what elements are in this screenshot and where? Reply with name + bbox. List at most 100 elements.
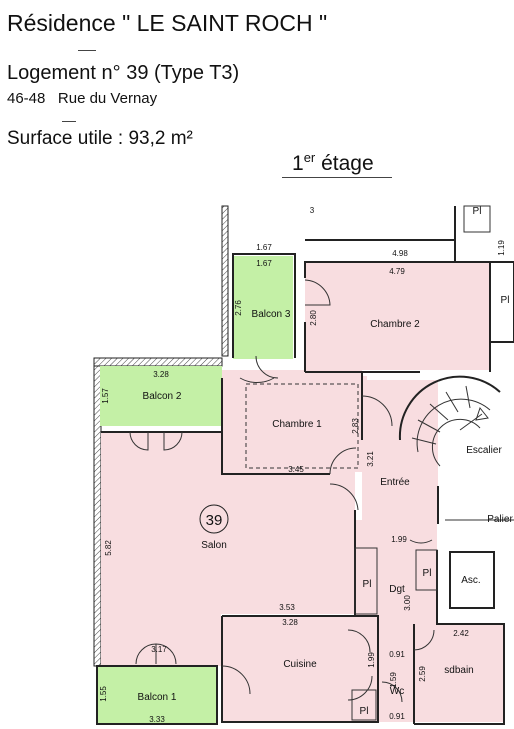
dim-0-91-b: 0.91	[389, 712, 405, 721]
dim-3-33: 3.33	[149, 715, 165, 724]
door-arc-balcon1-side	[221, 665, 251, 695]
wall-cuisine-outline	[221, 615, 379, 723]
address-divider	[62, 121, 76, 122]
title-divider	[78, 50, 96, 51]
spiral-staircase	[398, 375, 501, 467]
dim-3-45: 3.45	[288, 465, 304, 474]
room-hall-connector	[237, 376, 367, 384]
dim-3-53: 3.53	[279, 603, 295, 612]
address-street: Rue du Vernay	[57, 90, 158, 107]
dim-3-17: 3.17	[151, 645, 167, 654]
label-dgt: Dgt	[389, 584, 405, 595]
door-arc-entree-left	[329, 447, 357, 475]
room-chambre2	[305, 262, 490, 370]
door-arc-balcon3	[255, 355, 279, 379]
label-palier: Palier	[487, 514, 513, 525]
pl-closet-upper	[463, 205, 491, 233]
wall-dgt-right	[414, 550, 505, 725]
dim-1-99-dgt: 1.99	[391, 535, 407, 544]
label-balcon1: Balcon 1	[138, 692, 177, 703]
label-wc: Wc	[390, 686, 404, 697]
balcon-1	[97, 666, 217, 724]
pl-closet-cuisine	[351, 689, 377, 721]
dim-2-83: 2.83	[351, 418, 360, 434]
dim-3-21: 3.21	[366, 451, 375, 467]
ascenseur-shaft	[449, 551, 495, 609]
address: 46-48 Rue du Vernay	[7, 90, 157, 107]
dim-3-28-balcon2: 3.28	[153, 370, 169, 379]
label-asc: Asc.	[461, 575, 480, 586]
label-pl-right: Pl	[501, 295, 510, 306]
label-cuisine: Cuisine	[283, 659, 317, 670]
dim-4-79: 4.79	[389, 267, 405, 276]
label-pl-dgt-left: Pl	[363, 579, 372, 590]
dim-2-42: 2.42	[453, 629, 469, 638]
label-pl-cuisine: Pl	[360, 706, 369, 717]
room-salon-lower	[101, 614, 221, 666]
dim-5-82: 5.82	[104, 540, 113, 556]
door-arc-balcon1-left	[135, 643, 157, 665]
door-arc-wc	[381, 681, 403, 703]
floor-label: 1er étage	[292, 150, 374, 176]
room-wc	[378, 624, 414, 722]
floor-underline	[282, 177, 392, 178]
door-arc-dgt	[409, 539, 433, 544]
label-balcon3: Balcon 3	[252, 309, 291, 320]
address-number: 46-48	[7, 90, 46, 107]
dim-2-59: 2.59	[418, 666, 427, 682]
door-arc-entree	[361, 395, 393, 427]
label-chambre1: Chambre 1	[272, 419, 322, 430]
pl-closet-dgt-right	[415, 549, 438, 591]
dim-1-67-in: 1.67	[256, 259, 272, 268]
door-arc-balcon2-left	[129, 431, 149, 451]
dim-0-91-a: 0.91	[389, 650, 405, 659]
dim-3-28-cuisine: 3.28	[282, 618, 298, 627]
balcon-3	[233, 256, 293, 359]
door-arc-chambre2	[304, 279, 331, 306]
wall-balcon3-outline	[232, 253, 296, 358]
dim-2-76: 2.76	[234, 300, 243, 316]
door-arc-cuisine	[347, 629, 371, 653]
label-pl-dgt-right: Pl	[423, 568, 432, 579]
wall-pl-closet-right	[489, 261, 514, 343]
dim-2-80: 2.80	[309, 310, 318, 326]
room-entree	[362, 380, 438, 520]
door-arc-balcon1-right	[155, 643, 177, 665]
dim-1-99-cuisine: 1.99	[367, 652, 376, 668]
label-balcon2: Balcon 2	[143, 391, 182, 402]
wall-chambre1-outline	[221, 378, 330, 475]
floor-suffix: er	[303, 150, 316, 165]
dim-1-59: 1.59	[389, 672, 398, 688]
unit-number: 39	[206, 512, 223, 529]
room-sdbain	[414, 624, 504, 722]
balcon-2	[100, 366, 222, 426]
floor-number: 1	[292, 152, 304, 175]
door-arc-sdbain	[413, 629, 435, 651]
hatched-wall-left	[221, 205, 229, 357]
unit-number-circle	[199, 504, 229, 534]
dim-1-55: 1.55	[99, 686, 108, 702]
dim-3-top: 3	[310, 206, 315, 215]
door-arc-chambre1	[239, 377, 275, 384]
hatched-wall-balcon2	[93, 357, 223, 367]
label-entree: Entrée	[380, 477, 410, 488]
wall-balcon1-outline	[96, 665, 218, 725]
hatched-wall-salon	[93, 365, 102, 667]
dim-1-57: 1.57	[101, 388, 110, 404]
room-dgt	[355, 520, 437, 624]
door-arc-salon-entree	[329, 483, 359, 511]
label-salon: Salon	[201, 540, 227, 551]
dim-3-00: 3.00	[403, 595, 412, 611]
logement-label: Logement n° 39 (Type T3)	[7, 62, 240, 84]
label-chambre2: Chambre 2	[370, 319, 420, 330]
chambre1-dashed-outline	[245, 383, 359, 469]
pl-closet-dgt-left	[354, 547, 378, 615]
label-escalier: Escalier	[466, 445, 502, 456]
dim-4-98: 4.98	[392, 249, 408, 258]
label-pl-top: Pl	[473, 206, 482, 217]
surface-label: Surface utile : 93,2 m²	[7, 128, 193, 149]
door-arc-cuisine-low	[347, 675, 373, 701]
dim-1-67-top: 1.67	[256, 243, 272, 252]
label-sdbain: sdbain	[444, 665, 473, 676]
